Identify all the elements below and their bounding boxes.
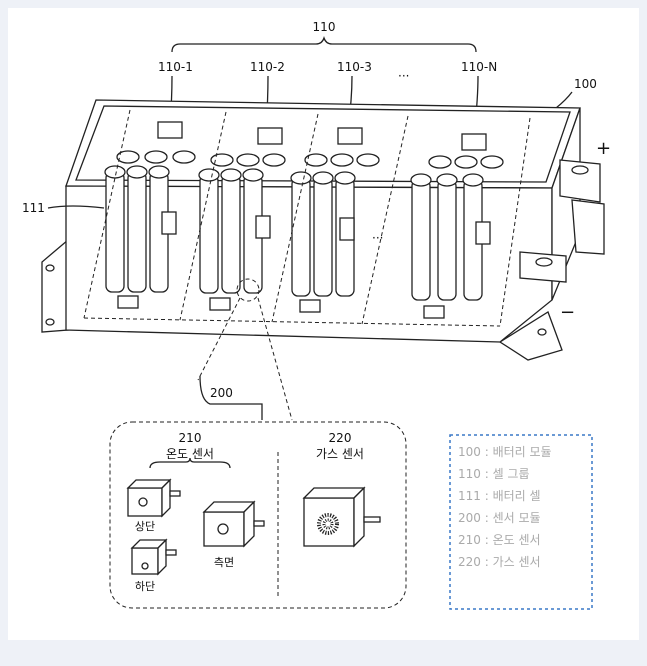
plus-sign: + bbox=[596, 138, 611, 159]
label-100: 100 bbox=[574, 77, 597, 91]
minus-sign: − bbox=[560, 302, 575, 323]
temp-sensor-top bbox=[126, 478, 181, 518]
cell-group-1 bbox=[104, 150, 196, 293]
mounting-flanges bbox=[41, 238, 563, 361]
side-temp-sensors bbox=[161, 211, 491, 245]
legend-item: 111 : 배터리 셀 bbox=[458, 489, 541, 503]
legend-item: 220 : 가스 센서 bbox=[458, 555, 541, 569]
temp-sensor-bottom bbox=[130, 538, 177, 576]
top-label: 상단 bbox=[135, 520, 155, 533]
group-partitions bbox=[83, 109, 531, 327]
label-111: 111 bbox=[22, 201, 45, 215]
label-110-1: 110-1 bbox=[158, 60, 193, 74]
label-110: 110 bbox=[313, 20, 336, 34]
legend-box bbox=[449, 434, 593, 610]
label-dots-top: ··· bbox=[398, 69, 409, 83]
temp-sensor-name: 온도 센서 bbox=[166, 447, 214, 461]
cell-group-n bbox=[410, 155, 504, 301]
label-dots-middle: ··· bbox=[372, 231, 383, 245]
side-label: 측면 bbox=[214, 556, 234, 569]
gas-sensor bbox=[302, 486, 381, 548]
bottom-label: 하단 bbox=[135, 579, 155, 593]
label-110-n: 110-N bbox=[461, 60, 497, 74]
top-temp-sensors bbox=[157, 121, 487, 151]
group-brace bbox=[171, 35, 477, 53]
gas-sensor-name: 가스 센서 bbox=[316, 447, 364, 461]
label-220: 220 bbox=[329, 431, 352, 445]
zoom-circle bbox=[236, 278, 260, 302]
terminal-negative bbox=[519, 251, 567, 283]
sensor-module-box bbox=[109, 421, 407, 609]
label-110-3: 110-3 bbox=[337, 60, 372, 74]
legend-item: 200 : 센서 모듈 bbox=[458, 511, 541, 525]
terminal-positive bbox=[559, 159, 605, 255]
legend-item: 210 : 온도 센서 bbox=[458, 533, 541, 547]
label-210: 210 bbox=[179, 431, 202, 445]
legend-item: 100 : 배터리 모듈 bbox=[458, 445, 552, 459]
label-200: 200 bbox=[210, 386, 233, 400]
cell-group-2 bbox=[198, 153, 286, 294]
bottom-temp-sensors bbox=[117, 295, 445, 319]
label-110-2: 110-2 bbox=[250, 60, 285, 74]
legend-item: 110 : 셀 그룹 bbox=[458, 467, 530, 481]
temp-sensor-side bbox=[202, 500, 265, 548]
